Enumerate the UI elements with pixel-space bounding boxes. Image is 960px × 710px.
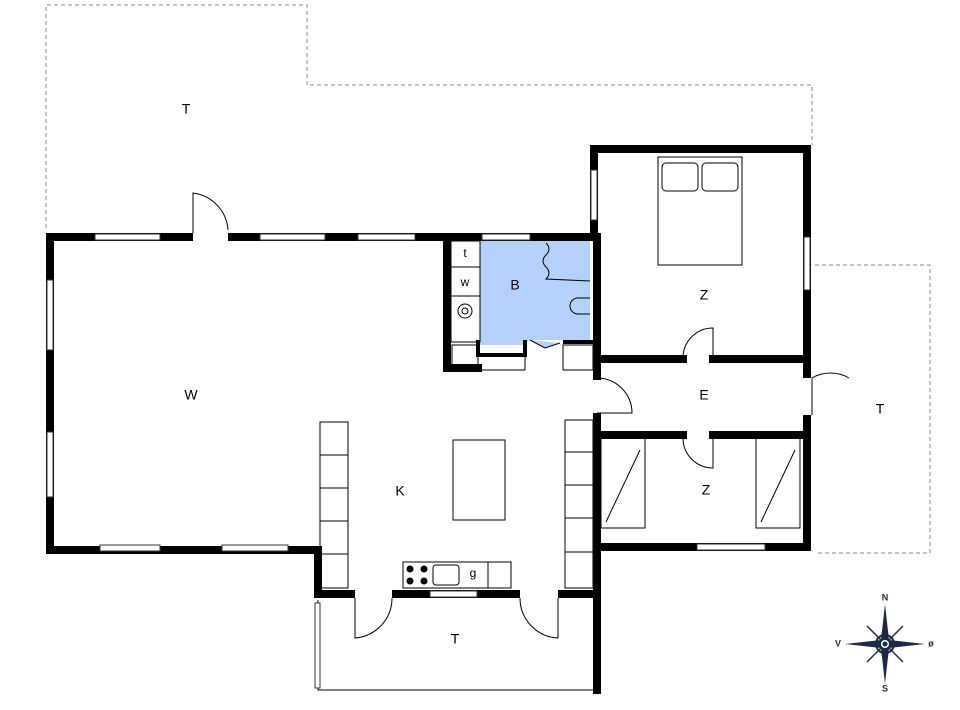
room-label-entrance: E [699, 387, 708, 403]
room-label-kitchen: K [395, 483, 405, 499]
room-label-bedroom-1: Z [700, 287, 709, 303]
bathroom-area [480, 241, 590, 345]
room-label-terrace-right: T [876, 401, 885, 417]
room-label-terrace-top: T [182, 101, 191, 117]
fixture-label-w: w [460, 275, 470, 289]
fixtures [319, 156, 801, 589]
compass-west: V [835, 638, 841, 648]
fixture-label-t: t [463, 246, 467, 260]
room-label-bedroom-2: Z [702, 482, 711, 498]
room-label-living: W [184, 387, 198, 403]
compass-rose-icon: N S V ø [835, 592, 934, 693]
compass-east: ø [928, 638, 934, 648]
doors [192, 192, 850, 639]
compass-south: S [882, 683, 888, 693]
fixture-label-g: g [470, 566, 477, 580]
room-label-bathroom: B [510, 277, 519, 293]
windows [46, 169, 811, 689]
terrace-top-outline [45, 4, 813, 228]
walls [46, 145, 811, 694]
room-label-terrace-bottom: T [451, 631, 460, 647]
compass-north: N [882, 592, 889, 602]
terrace-right-outline [815, 264, 931, 554]
